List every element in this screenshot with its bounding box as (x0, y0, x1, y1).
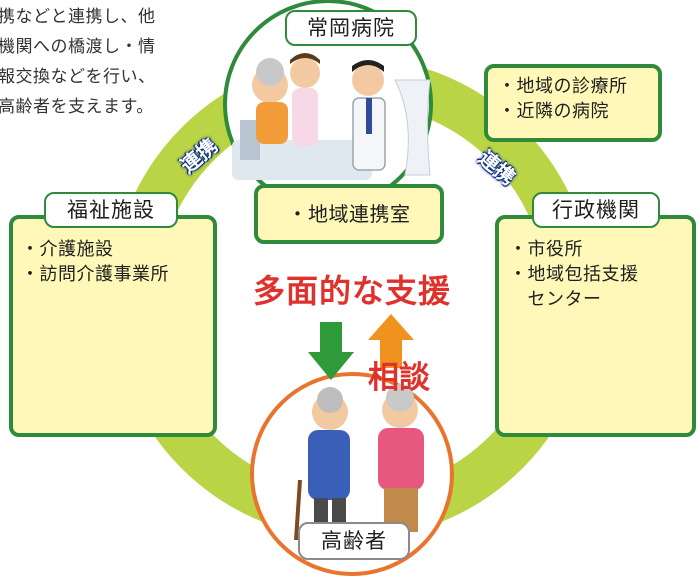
welfare-title: 福祉施設 (44, 192, 178, 228)
consultation-label: 相談 (368, 360, 430, 396)
admin-panel: ・市役所 ・地域包括支援 センター (495, 215, 696, 437)
admin-item-center-cont: センター (509, 289, 602, 310)
down-arrow-icon (308, 322, 354, 380)
admin-item-city-hall: ・市役所 (509, 239, 583, 260)
welfare-panel: ・介護施設 ・訪問介護事業所 (9, 215, 217, 437)
welfare-item-home-care: ・訪問介護事業所 (21, 264, 169, 285)
nearby-hospital-item: ・近隣の病院 (498, 101, 609, 122)
admin-item-community-center: ・地域包括支援 (509, 264, 639, 285)
admin-title: 行政機関 (532, 192, 660, 228)
elderly-title: 高齢者 (298, 522, 410, 560)
multifaceted-support-label: 多面的な支援 (252, 272, 451, 310)
up-arrow-icon (368, 314, 414, 368)
nearby-institutions-box: ・地域の診療所 ・近隣の病院 (484, 64, 662, 142)
intro-text: 携などと連携し、他 機関への橋渡し・情 報交換などを行い、 高齢者を支えます。 (0, 7, 156, 117)
hospital-title: 常岡病院 (285, 10, 417, 46)
hospital-circle (223, 0, 433, 209)
nearby-clinic-item: ・地域の診療所 (498, 76, 628, 97)
regional-liaison-office-box: ・地域連携室 (254, 184, 444, 244)
regional-liaison-office-label: ・地域連携室 (287, 202, 411, 226)
welfare-item-care-facility: ・介護施設 (21, 239, 114, 260)
